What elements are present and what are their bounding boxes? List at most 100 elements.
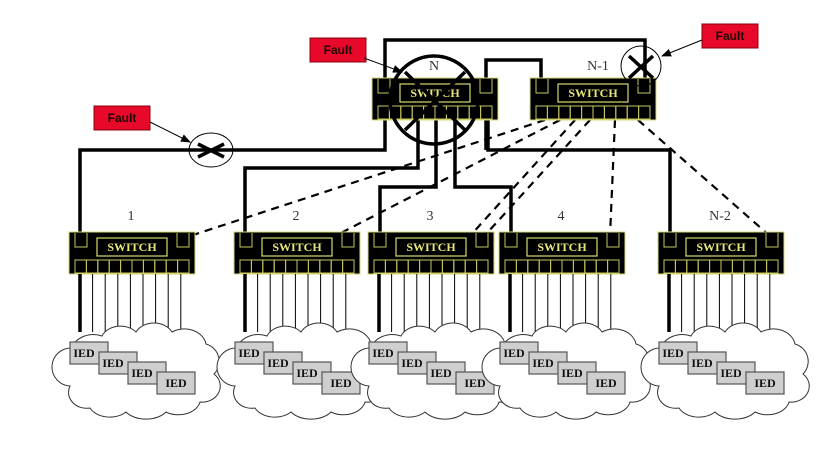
switch-label-box [261, 237, 333, 257]
ied-label: IED [401, 356, 423, 370]
ied-label: IED [595, 376, 617, 390]
ied-group: IED IED IED IED [640, 274, 810, 420]
ied-label: IED [131, 366, 153, 380]
fault-x-icon [627, 54, 655, 80]
fault-label: Fault [324, 43, 353, 57]
fault-ring-link-n1 [620, 45, 662, 87]
primary-link [378, 120, 438, 232]
switch-label-box [96, 237, 168, 257]
switch-number: N-1 [587, 59, 609, 74]
uplink-port-right [765, 233, 779, 248]
primary-link [484, 58, 543, 80]
uplink-port-right [475, 233, 489, 248]
uplink-port-left [504, 233, 518, 248]
downlink-port [480, 105, 493, 120]
fault-cross-icon [403, 70, 467, 132]
uplink-port-right [606, 233, 620, 248]
switch-label-box [526, 237, 598, 257]
switch-label-box [685, 237, 757, 257]
switch-number: 2 [293, 209, 300, 224]
uplink-port-right [341, 233, 355, 248]
fault-label: Fault [108, 111, 137, 125]
uplink-port-right [479, 79, 493, 94]
switch-2[interactable]: SWITCH [233, 231, 361, 275]
uplink-port-left [239, 233, 253, 248]
downlink-port [607, 259, 620, 274]
fault-label: Fault [716, 29, 745, 43]
uplink-port-left [377, 79, 391, 94]
ied-device[interactable]: IED [586, 371, 626, 395]
ied-label: IED [754, 376, 776, 390]
uplink-port-left [535, 79, 549, 94]
switch-3[interactable]: SWITCH [367, 231, 495, 275]
switch-number: 3 [427, 209, 434, 224]
primary-link [383, 38, 647, 80]
ied-device[interactable]: IED [455, 371, 495, 395]
ied-device[interactable]: IED [156, 371, 196, 395]
primary-link [78, 120, 387, 232]
fault-x-icon [197, 142, 225, 159]
primary-link [486, 120, 672, 232]
ied-box [156, 371, 196, 395]
switch-n-1[interactable]: SWITCH [529, 77, 657, 121]
switch-label: SWITCH [696, 240, 746, 254]
downlink-port [476, 259, 489, 274]
fault-callout[interactable]: Fault [661, 23, 759, 57]
ied-group: IED IED IED IED [51, 274, 221, 420]
ied-box [745, 371, 785, 395]
switch-1[interactable]: SWITCH [68, 231, 196, 275]
primary-link [453, 120, 513, 232]
fault-callout[interactable]: Fault [93, 105, 191, 143]
uplink-port-left [74, 233, 88, 248]
ied-group: IED IED IED IED [481, 274, 651, 420]
ied-label: IED [561, 366, 583, 380]
ied-device[interactable]: IED [321, 371, 361, 395]
fault-ring-link-1 [188, 132, 234, 168]
ied-label: IED [532, 356, 554, 370]
primary-link [243, 120, 420, 232]
backup-link [469, 119, 576, 237]
ied-label: IED [102, 356, 124, 370]
downlink-port [638, 105, 651, 120]
ied-label: IED [165, 376, 187, 390]
uplink-port-left [663, 233, 677, 248]
downlink-port [766, 259, 779, 274]
switch-label: SWITCH [410, 86, 460, 100]
switch-number: N-2 [709, 209, 731, 224]
ied-label: IED [430, 366, 452, 380]
uplink-port-left [373, 233, 387, 248]
fault-ring-switch-n [388, 54, 480, 146]
switch-label-box [557, 83, 629, 103]
backup-link [487, 119, 591, 233]
switch-4[interactable]: SWITCH [498, 231, 626, 275]
switch-number: 4 [558, 209, 565, 224]
ied-label: IED [720, 366, 742, 380]
fault-label-box [309, 37, 367, 63]
backup-link [334, 119, 561, 237]
backup-link [608, 119, 617, 237]
ied-label: IED [464, 376, 486, 390]
fault-arrow-icon [661, 39, 703, 57]
ied-label: IED [503, 346, 525, 360]
fault-label-box [93, 105, 151, 131]
fault-label-box [701, 23, 759, 49]
downlink-port [177, 259, 190, 274]
backup-link [189, 118, 546, 238]
switch-label: SWITCH [568, 86, 618, 100]
switch-n-2[interactable]: SWITCH [657, 231, 785, 275]
ied-label: IED [662, 346, 684, 360]
ied-device[interactable]: IED [745, 371, 785, 395]
switch-number: N [429, 59, 439, 74]
uplink-port-right [176, 233, 190, 248]
fault-callout[interactable]: Fault [309, 37, 403, 73]
ied-label: IED [238, 346, 260, 360]
downlink-port [342, 259, 355, 274]
backup-link [637, 119, 771, 237]
ied-label: IED [691, 356, 713, 370]
ied-label: IED [73, 346, 95, 360]
switch-label: SWITCH [406, 240, 456, 254]
switch-number: 1 [128, 209, 135, 224]
